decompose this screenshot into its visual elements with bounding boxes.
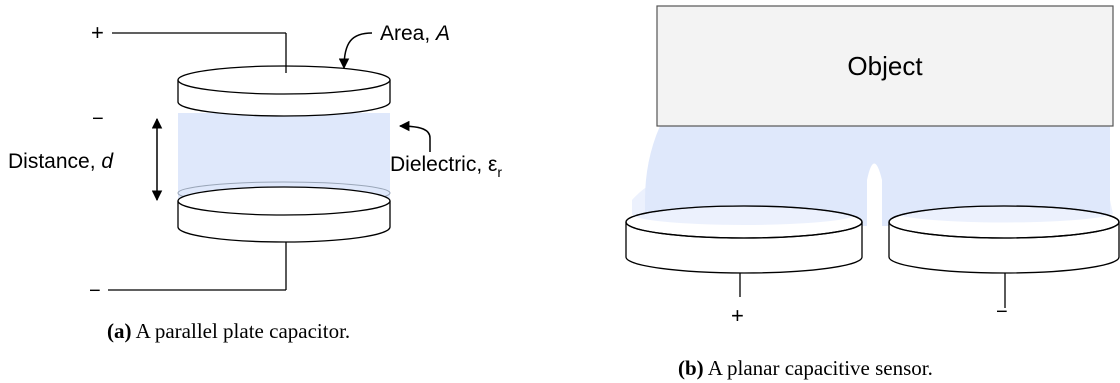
top-plate [177,65,391,117]
object-label: Object [847,51,923,81]
area-arrow [338,32,373,70]
plus-sign-b: + [731,303,744,328]
distance-label: Distance, d [8,150,114,173]
left-electrode [625,178,863,274]
minus-sign-b: − [996,301,1008,323]
minus-sign-bottom: − [89,280,101,302]
object-box [656,5,1114,127]
planar-capacitive-sensor-diagram: Object + − (b) A planar capacitive senso… [625,5,1120,380]
parallel-plate-capacitor-diagram: + − − Area, A Distance, d Dielectric, εr… [8,20,502,343]
right-electrode [888,200,1120,274]
dielectric-arrow [398,120,431,152]
minus-sign-top: − [92,108,104,130]
area-label: Area, A [380,22,450,45]
dielectric-label: Dielectric, εr [390,153,502,180]
bottom-plate [177,186,391,243]
caption-a: (a) A parallel plate capacitor. [107,319,350,343]
plus-sign: + [91,20,104,45]
caption-b: (b) A planar capacitive sensor. [678,356,933,380]
